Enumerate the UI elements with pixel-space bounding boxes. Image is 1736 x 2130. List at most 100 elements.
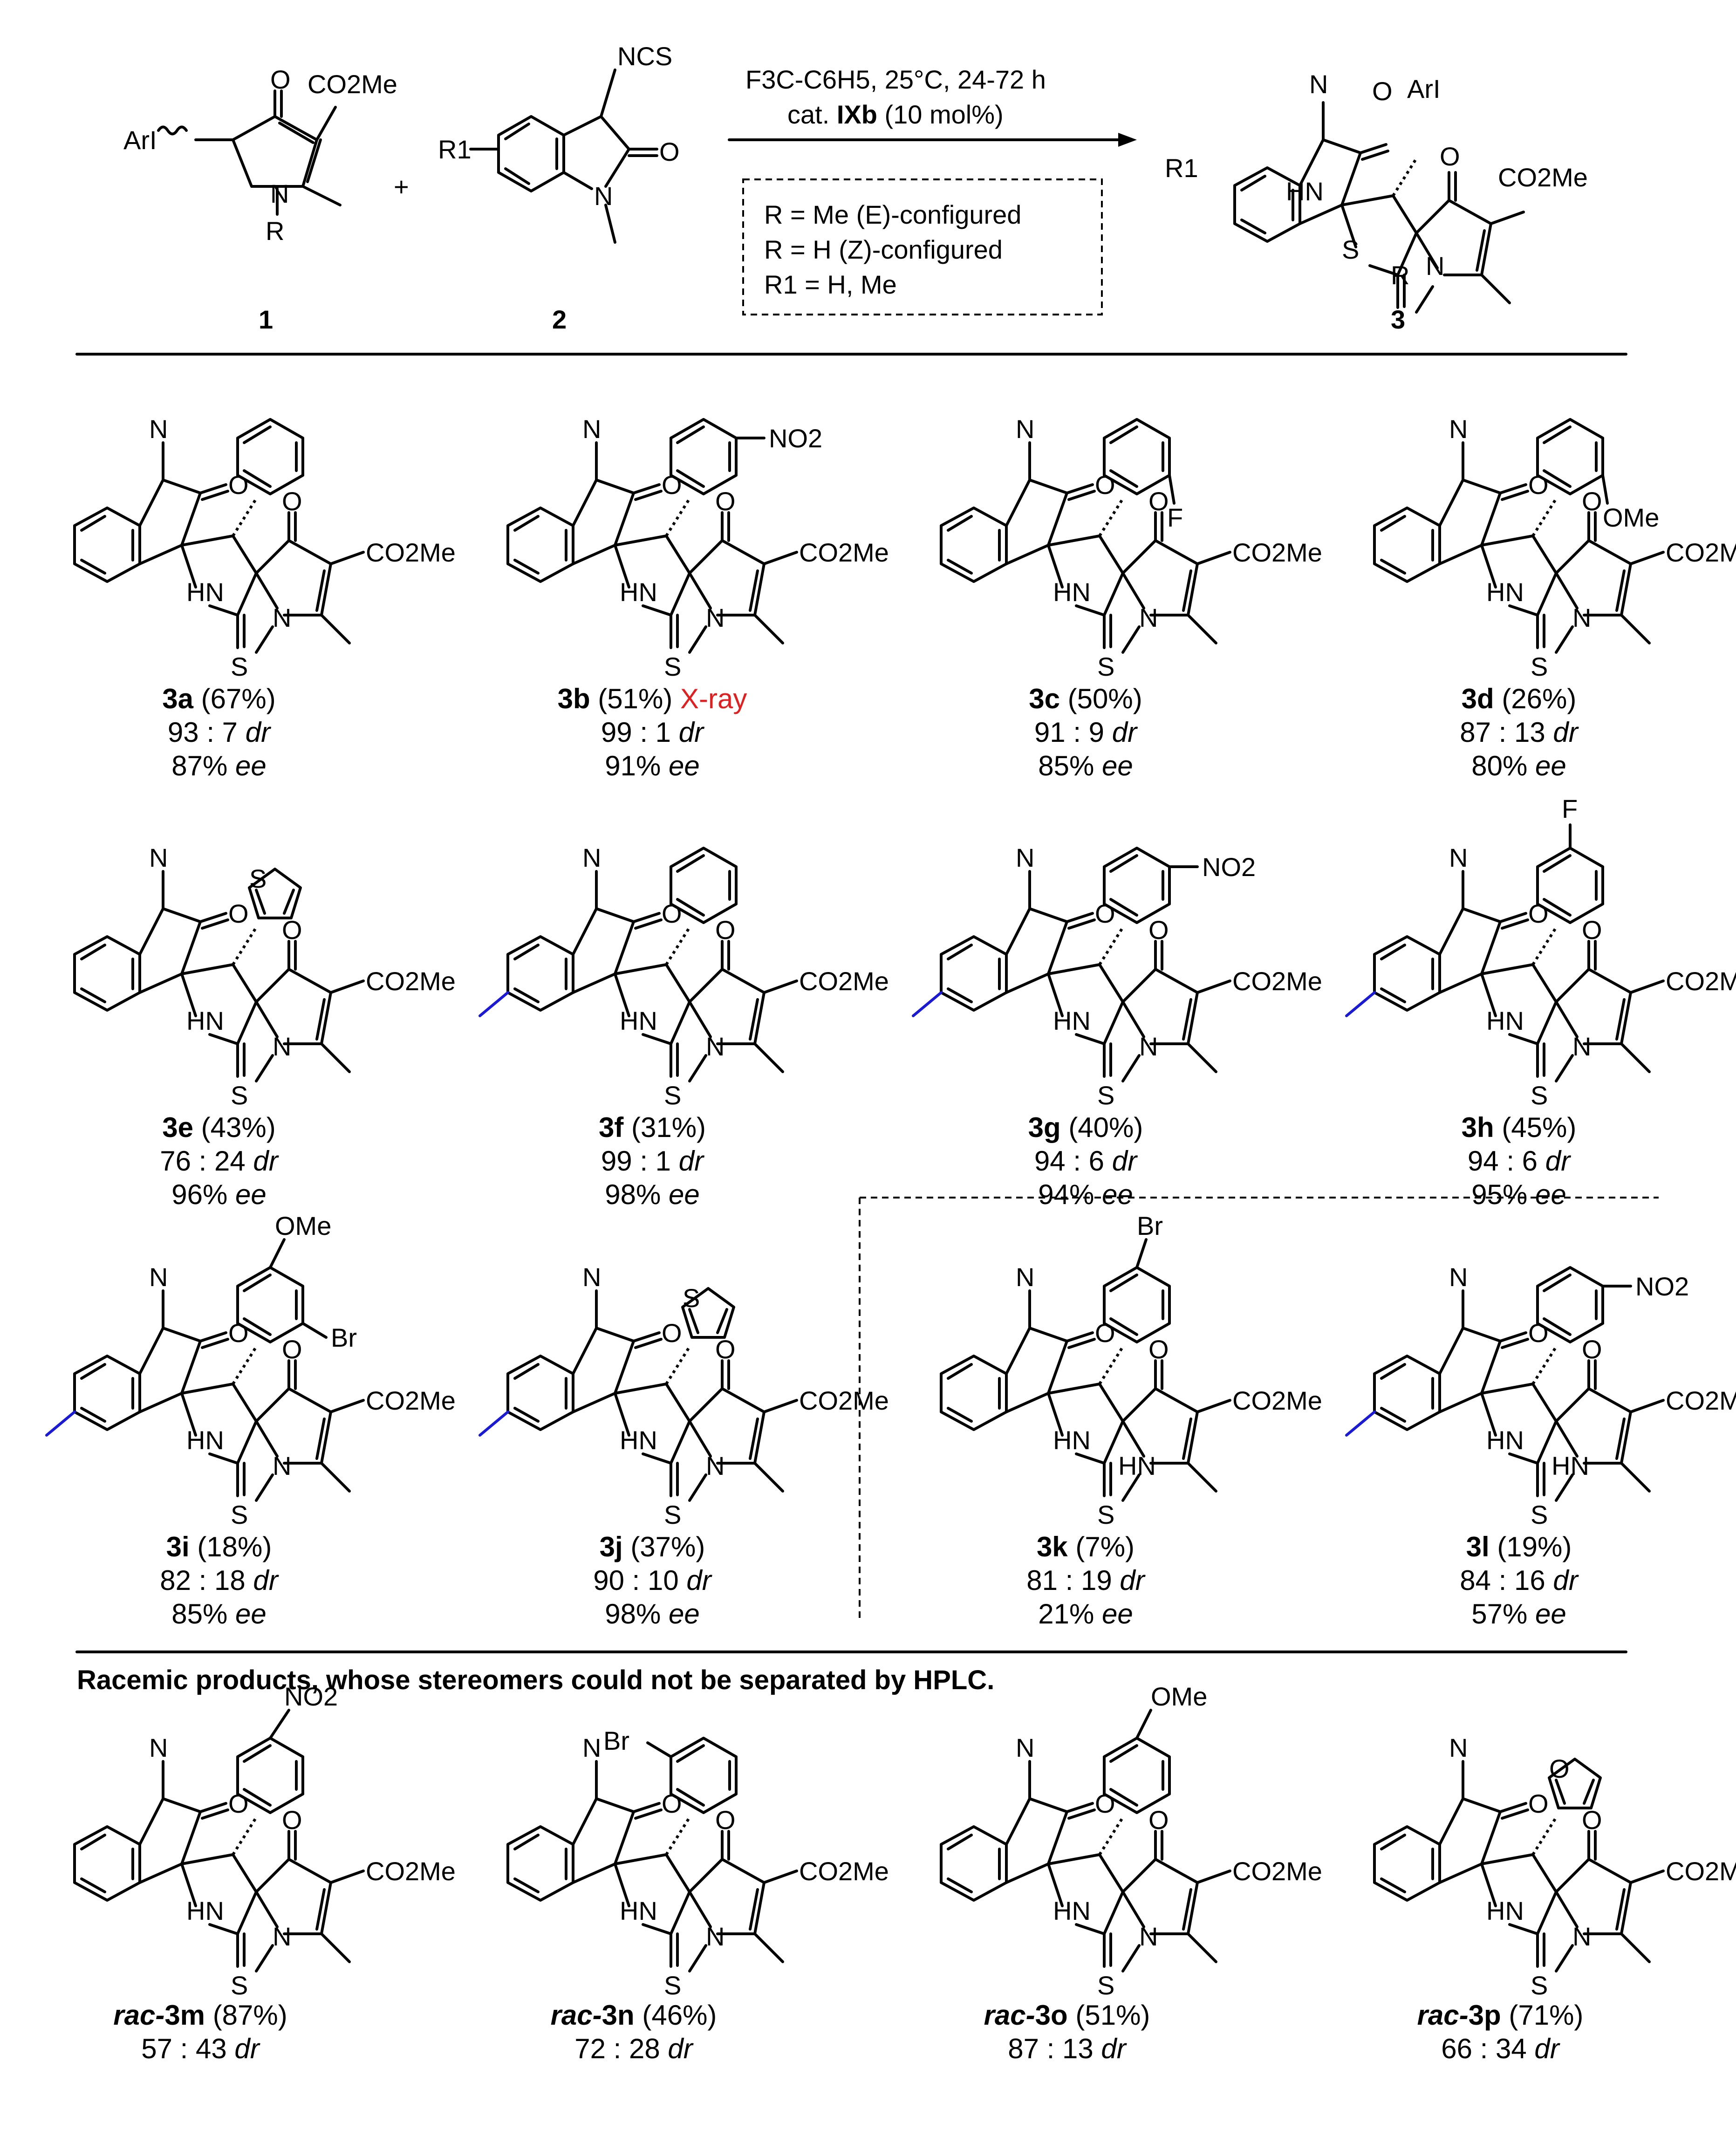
caption-yield: rac-3p (71%) <box>1417 2000 1584 2031</box>
scope-line-1: R = Me (E)-configured <box>764 200 1021 229</box>
sulfur-label: S <box>1531 1971 1548 2000</box>
p3-keto-o: O <box>1440 142 1460 171</box>
caption-ee: 21% ee <box>1038 1598 1133 1630</box>
pyrrolone-n-label: N <box>1139 1922 1158 1951</box>
oxindole-n-label: N <box>582 1262 601 1292</box>
sulfur-label: S <box>231 1500 248 1529</box>
keto-o-label: O <box>715 1805 736 1835</box>
nitro-label: NO2 <box>1202 852 1256 882</box>
keto-o-label: O <box>1582 486 1602 516</box>
keto-o-label: O <box>715 915 736 945</box>
pyrrolone-n-label: N <box>273 603 291 632</box>
caption-yield: 3l (19%) <box>1466 1531 1572 1562</box>
caption-ee: 98% ee <box>605 1598 700 1630</box>
p3-r: R <box>1391 260 1409 290</box>
scope-line-2: R = H (Z)-configured <box>764 235 1003 264</box>
caption-yield: 3f (31%) <box>599 1112 706 1143</box>
oxindole-n-label: N <box>149 1262 168 1292</box>
caption-ee: 85% ee <box>1038 750 1133 781</box>
hn-label: HN <box>620 1896 657 1925</box>
r1-r-group: R <box>266 216 284 246</box>
reaction-arrow: F3C-C6H5, 25°C, 24-72 h cat. IXb (10 mol… <box>728 65 1137 315</box>
p3-sulfur: S <box>1342 235 1359 264</box>
hn-label: HN <box>186 1425 224 1455</box>
caption-ee: 94% ee <box>1038 1179 1133 1210</box>
caption-dr: 66 : 34 dr <box>1441 2033 1560 2064</box>
sulfur-label: S <box>664 1081 681 1110</box>
caption-yield: 3c (50%) <box>1029 683 1142 714</box>
keto-o-label: O <box>715 486 736 516</box>
caption-yield: rac-3n (46%) <box>551 2000 717 2031</box>
ester-label: CO2Me <box>1666 966 1736 996</box>
caption-ee: 80% ee <box>1471 750 1566 781</box>
ester-label: CO2Me <box>799 1386 889 1415</box>
sulfur-label: S <box>1097 1971 1114 2000</box>
caption-yield: 3e (43%) <box>162 1112 275 1143</box>
furan-o-label: O <box>1549 1754 1570 1783</box>
sulfur-label: S <box>1531 652 1548 681</box>
oxindole-n-label: N <box>582 843 601 872</box>
caption-yield: 3g (40%) <box>1028 1112 1143 1143</box>
keto-o-label: O <box>1582 1805 1602 1835</box>
hn-label: HN <box>186 1006 224 1035</box>
r1-label: 1 <box>259 305 273 334</box>
pyrrolone-n-label: N <box>273 1922 291 1951</box>
ester-label: CO2Me <box>366 538 456 567</box>
p3-ester: CO2Me <box>1498 163 1588 192</box>
lactam-o-label: O <box>1528 1789 1549 1818</box>
caption-yield: 3b (51%) X-ray <box>558 683 747 714</box>
sulfur-label: S <box>664 652 681 681</box>
caption-yield: 3h (45%) <box>1462 1112 1577 1143</box>
bromo-label: Br <box>331 1323 357 1352</box>
keto-o-label: O <box>1582 915 1602 945</box>
product-3: N O ArI R1 HN O CO2Me N R S 3 <box>1165 69 1588 334</box>
sulfur-label: S <box>231 1971 248 2000</box>
keto-o-label: O <box>282 486 302 516</box>
p3-ring-n: N <box>1426 251 1444 281</box>
p3-label: 3 <box>1391 305 1405 334</box>
caption-dr: 57 : 43 dr <box>141 2033 260 2064</box>
caption-dr: 82 : 18 dr <box>160 1565 279 1596</box>
pyrrolone-n-label: N <box>1139 603 1158 632</box>
pyrrolone-n-label: N <box>1572 1032 1591 1061</box>
keto-o-label: O <box>282 1335 302 1364</box>
sulfur-label: S <box>1097 1081 1114 1110</box>
caption-dr: 90 : 10 dr <box>593 1565 712 1596</box>
hn-label: HN <box>1486 1006 1524 1035</box>
lactam-o-label: O <box>662 1318 682 1348</box>
keto-o-label: O <box>1148 915 1169 945</box>
r1-oxygen: O <box>270 65 291 94</box>
caption-dr: 87 : 13 dr <box>1460 717 1579 748</box>
pyrrolone-n-label: N <box>706 1032 724 1061</box>
caption-ee: 98% ee <box>605 1179 700 1210</box>
pyrrolone-n-label: N <box>1572 1922 1591 1951</box>
oxindole-n-label: N <box>1449 843 1468 872</box>
ester-label: CO2Me <box>1666 1856 1736 1886</box>
r2-oxygen: O <box>659 137 680 166</box>
r2-r1: R1 <box>438 135 472 164</box>
racemic-header: Racemic products, whose stereomers could… <box>77 1665 994 1695</box>
keto-o-label: O <box>1582 1335 1602 1364</box>
methoxy-label: OMe <box>1151 1682 1207 1711</box>
ester-label: CO2Me <box>366 1856 456 1886</box>
ester-label: CO2Me <box>366 966 456 996</box>
scope-line-3: R1 = H, Me <box>764 270 897 299</box>
p3-aryl: ArI <box>1407 74 1441 103</box>
compound-rac-3p: NOOCO2MeHNSNOrac-3p (71%)66 : 34 dr <box>1374 1733 1736 2064</box>
oxindole-n-label: N <box>1449 414 1468 444</box>
caption-yield: 3k (7%) <box>1037 1531 1135 1562</box>
oxindole-n-label: N <box>149 1733 168 1762</box>
pyrrolone-n-label: N <box>273 1032 291 1061</box>
nitro-label: NO2 <box>769 424 822 453</box>
